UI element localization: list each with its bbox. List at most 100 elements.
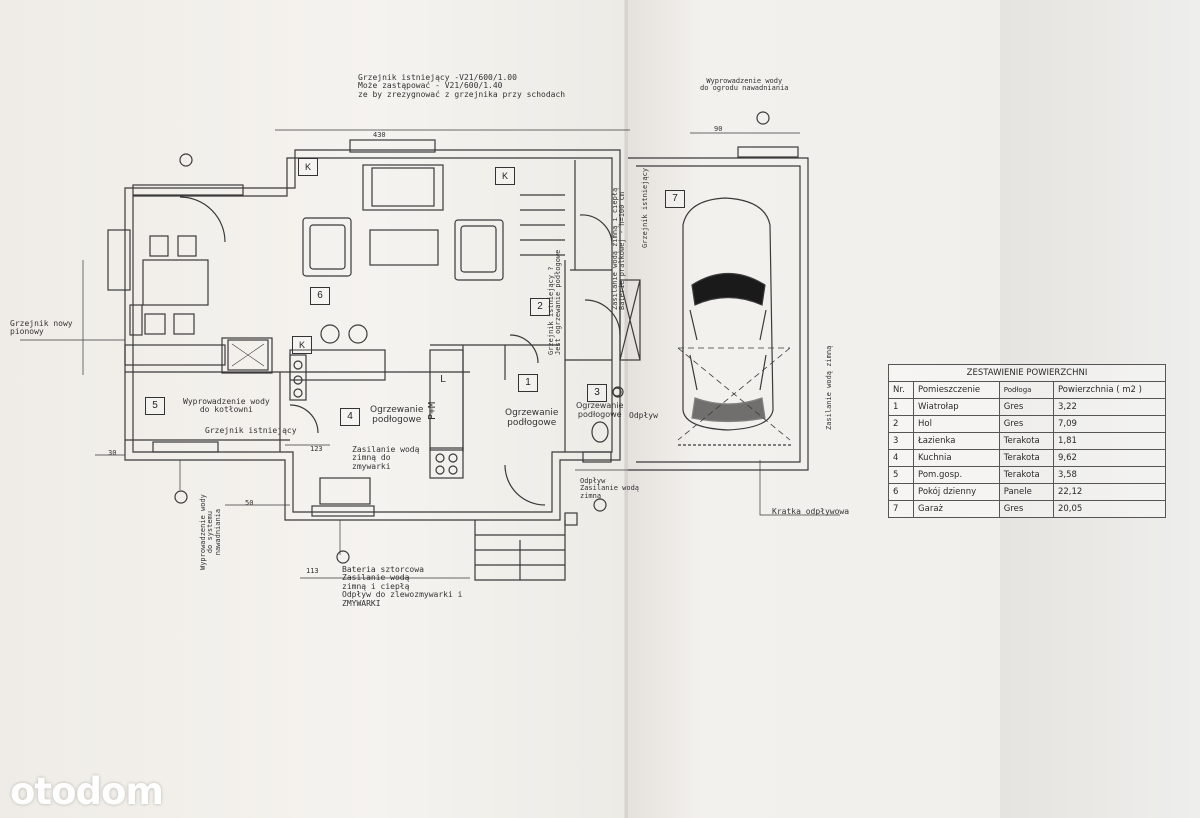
cell: Pokój dzienny [913,483,1000,501]
cell: 3,22 [1052,398,1167,416]
room-label-line: podłogowe [507,418,557,429]
note-line: Wyprowadzenie wody [706,77,783,85]
room-number-5: 5 [145,397,165,415]
note-kitchen-water: Zasilanie wodą zimną do zmywarki [352,445,419,471]
room-number-3: 3 [587,384,607,402]
room-label-line: Ogrzewanie [370,405,424,415]
note-line: Baterie pralkowej - h=100 cm [618,191,627,310]
note-line: Grzejnik nowy [10,319,73,328]
table-row: 3 Łazienka Terakota 1,81 [887,432,1167,450]
note-line: zimną i ciepłą [342,581,410,591]
note-line: Bateria sztorcowa [342,565,424,574]
note-line: do ogrodu nawadniania [700,84,789,93]
paper-sheet-left [0,0,630,818]
cell: Pom.gosp. [913,466,1000,484]
room-label-line: Ogrzewanie [576,401,624,410]
note-stairs-radiator: Grzejnik istniejący ? Jest ogrzewanie po… [547,249,563,355]
note-line: Odpływ [580,477,606,485]
room-label-4: Ogrzewanie podłogowe [370,405,423,426]
cell: Panele [998,483,1054,501]
table-row: 4 Kuchnia Terakota 9,62 [887,449,1167,467]
cell: 7 [887,500,915,518]
header-cell: Podłoga [998,381,1054,399]
table-title: ZESTAWIENIE POWIERZCHNI [888,364,1166,381]
cell: Terakota [998,449,1054,467]
note-line: nawadniania [213,508,222,556]
cell: Gres [998,500,1054,518]
note-garage-hot-water: Zasilanie wodą zimną i ciepłą Baterie pr… [611,188,627,310]
room-number-7: 7 [665,190,685,208]
note-drain-grate: Kratka odpływowa [772,507,850,516]
note-sink-battery: Bateria sztorcowa Zasilanie wodą zimną i… [342,565,463,608]
dimension-label: 50 [245,499,254,507]
note-water-outlet-garage: Wyprowadzenie wody do ogrodu nawadniania [700,77,789,93]
page-fold [624,0,628,818]
cell: 5 [887,466,915,484]
cell: 20,05 [1052,500,1167,518]
cell: Terakota [998,432,1054,450]
room-label-line: podłogowe [577,410,622,420]
cell: Łazienka [913,432,1000,450]
note-line: do kotłowni [199,405,253,415]
note-line: Zasilanie wodą [580,484,640,493]
mark-pm: P+M [427,401,438,420]
header-cell: Nr. [887,381,915,399]
cell: Wiatrołap [913,398,1000,416]
room-label-line: podłogowe [372,415,422,426]
table-row: 6 Pokój dzienny Panele 22,12 [887,483,1167,501]
mark-k: K [298,158,318,176]
table-row: 5 Pom.gosp. Terakota 3,58 [887,466,1167,484]
otodom-watermark-logo: otodom [10,770,164,813]
table-row: 7 Garaż Gres 20,05 [887,500,1167,518]
mark-k: K [495,167,515,185]
cell: Kuchnia [913,449,1000,467]
room-number-6: 6 [310,287,330,305]
header-cell: Powierzchnia ( m2 ) [1052,381,1167,399]
cell: Garaż [913,500,1000,518]
dimension-label: 30 [108,449,117,457]
cell: 1 [887,398,915,416]
note-line: pionowy [10,327,44,337]
note-garage-radiator: Grzejnik istniejący [641,167,649,248]
room-label-1: Ogrzewanie podłogowe [505,408,558,429]
note-radiator-new: Grzejnik nowy pionowy [10,319,73,337]
cell: Hol [913,415,1000,433]
note-line: ze by zrezygnować z grzejnika przy schod… [358,89,566,99]
dimension-label: 90 [714,125,723,133]
cell: 7,09 [1052,415,1167,433]
note-sewer-outlet: Wyprowadzenie wody do systemu nawadniani… [199,494,222,570]
table-row: 2 Hol Gres 7,09 [887,415,1167,433]
cell: 9,62 [1052,449,1167,467]
cell: 3 [887,432,915,450]
note-cold-water-right: Zasilanie wodą zimną [825,345,833,430]
room-number-2: 2 [530,298,550,316]
note-bath-drain: Odpływ [629,411,658,420]
note-bath-water: Odpływ Zasilanie wodą zimną [580,477,640,500]
note-boiler-outlet: Wyprowadzenie wody do kotłowni [183,397,270,415]
note-radiator-top: Grzejnik istniejący -V21/600/1.00 Może z… [358,73,566,99]
note-line: zimną [580,491,602,500]
dimension-label: 113 [306,567,319,575]
dimension-label: 430 [373,131,386,139]
note-line: Odpływ do zlewozmywarki i [342,590,463,600]
note-line: Zasilanie wodą [342,573,410,583]
note-line: zimną do [352,453,391,463]
cell: Gres [998,415,1054,433]
dimension-label: 123 [310,445,323,453]
table-row: 1 Wiatrołap Gres 3,22 [887,398,1167,416]
mark-l: L [440,374,447,385]
cell: 3,58 [1052,466,1167,484]
cell: 2 [887,415,915,433]
note-line: Grzejnik istniejący -V21/600/1.00 [358,73,517,82]
cell: Gres [998,398,1054,416]
cell: 4 [887,449,915,467]
room-label-line: Ogrzewanie [505,408,559,418]
cell: 1,81 [1052,432,1167,450]
table-header-row: Nr. Pomieszczenie Podłoga Powierzchnia (… [887,381,1167,399]
note-line: Jest ogrzewanie podłogowe [554,249,563,355]
note-line: Wyprowadzenie wody [183,397,270,406]
cell: Terakota [998,466,1054,484]
room-number-4: 4 [340,408,360,426]
